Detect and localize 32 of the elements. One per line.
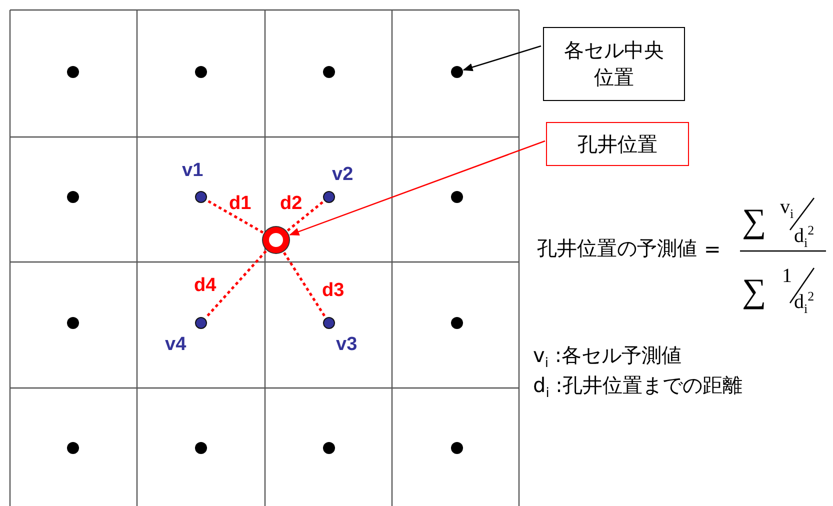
value-label: v3 xyxy=(336,334,358,356)
well-marker xyxy=(263,227,289,253)
edge-label: d1 xyxy=(229,193,252,215)
box-text: 孔井位置 xyxy=(576,130,658,158)
distance-line xyxy=(283,252,326,318)
label-box xyxy=(546,122,689,166)
formula-text: 孔井位置の予測値 xyxy=(537,238,697,258)
number: 1 xyxy=(782,266,792,286)
edge-label: d4 xyxy=(194,275,216,297)
sum-sign: ∑ xyxy=(742,275,766,309)
cell-center-dot xyxy=(323,191,335,203)
value-label: v1 xyxy=(182,160,204,182)
value-label: v2 xyxy=(332,164,354,186)
cell-center-dot xyxy=(451,66,463,78)
distance-line xyxy=(206,199,264,234)
legend-text: d$_{i}$ :孔井位置までの距離 xyxy=(533,375,742,395)
cell-center-dot xyxy=(195,317,207,329)
equals-sign: = xyxy=(704,239,721,259)
legend-text: v$_{i}$ :各セル予測値 xyxy=(533,345,682,365)
box-text: 各セル中央位置 xyxy=(563,37,665,91)
distance-line xyxy=(286,200,324,232)
variable: v$_{i}$ xyxy=(780,197,794,217)
arrow xyxy=(462,45,542,72)
cell-center-dot xyxy=(195,191,207,203)
distance-line xyxy=(204,250,267,319)
value-label: v4 xyxy=(165,334,186,356)
sum-sign: ∑ xyxy=(742,205,766,239)
cell-center-dot xyxy=(323,317,335,329)
label-box xyxy=(543,27,685,101)
edge-label: d2 xyxy=(280,193,302,215)
edge-label: d3 xyxy=(322,280,344,302)
arrow xyxy=(289,140,546,236)
